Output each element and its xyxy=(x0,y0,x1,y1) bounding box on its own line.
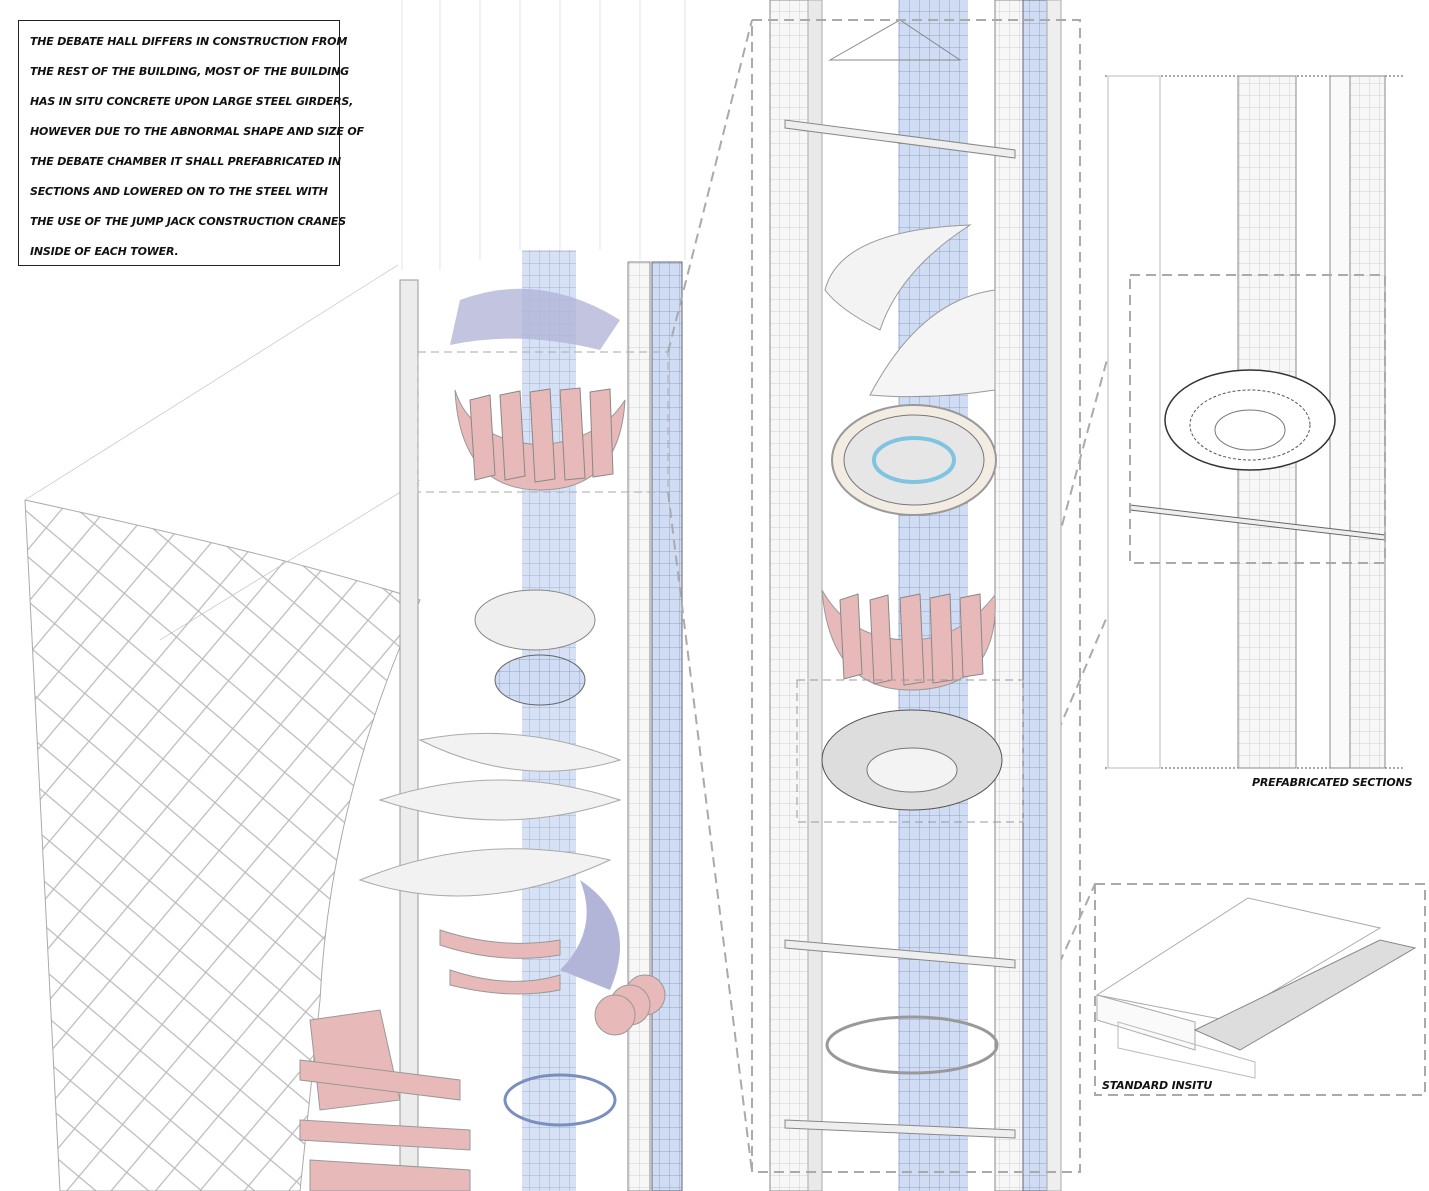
note-line: THE REST OF THE BUILDING, MOST OF THE BU… xyxy=(30,65,349,78)
insitu-slab-detail xyxy=(1094,883,1426,1096)
description-note: THE DEBATE HALL DIFFERS IN CONSTRUCTION … xyxy=(18,20,364,266)
prefabricated-sections-label: PREFABRICATED SECTIONS xyxy=(1252,776,1413,789)
note-line: SECTIONS AND LOWERED ON TO THE STEEL WIT… xyxy=(30,185,328,198)
left-tower xyxy=(299,0,686,1191)
note-line: HAS IN SITU CONCRETE UPON LARGE STEEL GI… xyxy=(30,95,354,108)
right-tower xyxy=(1105,75,1405,769)
note-line: INSIDE OF EACH TOWER. xyxy=(30,245,179,258)
note-line: HOWEVER DUE TO THE ABNORMAL SHAPE AND SI… xyxy=(30,125,364,138)
note-line: THE USE OF THE JUMP JACK CONSTRUCTION CR… xyxy=(30,215,346,228)
note-line: THE DEBATE CHAMBER IT SHALL PREFABRICATE… xyxy=(30,155,341,168)
middle-tower xyxy=(751,0,1081,1191)
standard-insitu-label: STANDARD INSITU xyxy=(1102,1079,1213,1092)
lattice-structure xyxy=(24,264,421,1191)
note-line: THE DEBATE HALL DIFFERS IN CONSTRUCTION … xyxy=(30,35,348,48)
